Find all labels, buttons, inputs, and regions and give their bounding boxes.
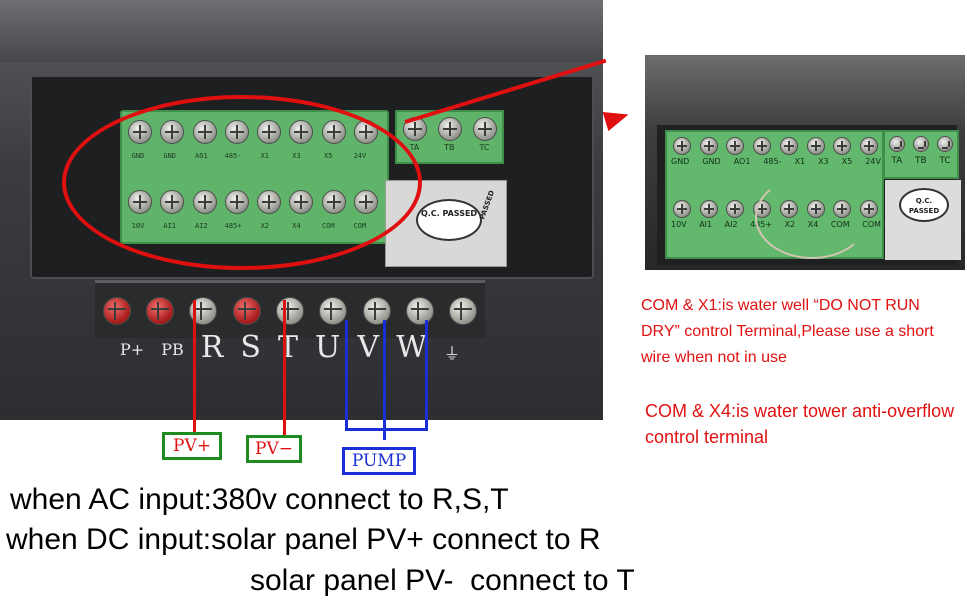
- ac-input-instruction: when AC input:380v connect to R,S,T: [10, 483, 509, 516]
- power-terminal-strip: [95, 280, 485, 338]
- screw-icon: [699, 200, 718, 218]
- relay-label: TC: [479, 143, 490, 152]
- pin-label: COM: [862, 220, 881, 229]
- relay-label: TA: [891, 156, 903, 166]
- pin-label: X3: [818, 157, 829, 166]
- screw-icon: [806, 137, 825, 155]
- screw-icon: [753, 137, 772, 155]
- power-label-u: U: [315, 330, 341, 365]
- ground-icon: ⏚: [443, 344, 460, 363]
- pump-label: PUMP: [342, 447, 416, 475]
- relay-label: TB: [444, 143, 455, 152]
- t-connector-line: [283, 300, 286, 435]
- power-label-s: S: [240, 330, 261, 365]
- qc-side-sticker: PASSED: [477, 189, 496, 221]
- power-label-r: R: [200, 330, 224, 365]
- pv-plus-label: PV+: [162, 432, 222, 460]
- inverter-terminal-photo: GND GND AO1 485- X1 X3 X5 24V 10V AI1 AI…: [0, 0, 603, 420]
- pin-label: X5: [841, 157, 853, 166]
- screw-icon: [362, 296, 391, 325]
- pin-label: AI1: [699, 220, 713, 229]
- power-label-w: W: [396, 330, 427, 365]
- power-label-pb: PB: [161, 340, 184, 359]
- pin-label: AO1: [733, 157, 751, 166]
- screw-icon: [145, 296, 174, 325]
- closeup-top-labels: GND GND AO1 485- X1 X3 X5 24V: [671, 157, 881, 166]
- pin-label: GND: [671, 157, 690, 166]
- power-label-p-plus: P+: [120, 340, 145, 359]
- screw-icon: [449, 296, 478, 325]
- pin-label: 10V: [671, 220, 687, 229]
- screw-icon: [472, 117, 497, 141]
- screw-icon: [779, 137, 798, 155]
- power-label-t: T: [277, 330, 298, 365]
- pin-label: X1: [794, 157, 806, 166]
- pin-label: 485-: [763, 157, 782, 166]
- inverter-top-bezel: [0, 0, 603, 62]
- r-connector-line: [193, 300, 196, 432]
- screw-icon: [937, 136, 953, 152]
- water-tower-note: COM & X4:is water tower anti-overflow co…: [645, 401, 955, 447]
- dc-input-pv-plus-instruction: when DC input:solar panel PV+ connect to…: [6, 523, 601, 556]
- pump-bus-line: [345, 428, 428, 431]
- screw-icon: [726, 137, 745, 155]
- screw-icon: [673, 200, 691, 218]
- screw-icon: [833, 137, 852, 155]
- screw-icon: [859, 137, 878, 155]
- closeup-relay-block: TA TB TC: [883, 130, 959, 179]
- pump-drop-line: [383, 428, 386, 440]
- screw-icon: [319, 296, 348, 325]
- relay-label: TB: [915, 156, 927, 166]
- qc-passed-sticker: Q.C. PASSED: [416, 199, 482, 241]
- closeup-top-screws: [673, 137, 878, 155]
- screw-icon: [405, 296, 434, 325]
- screw-icon: [437, 117, 462, 141]
- screw-icon: [102, 296, 131, 325]
- terminal-closeup-photo: GND GND AO1 485- X1 X3 X5 24V 10V AI1 AI…: [645, 55, 965, 270]
- arrow-head-icon: [602, 104, 632, 132]
- u-connector-line: [345, 320, 348, 430]
- screw-icon: [699, 137, 718, 155]
- jumper-wire: [755, 175, 869, 259]
- power-label-v: V: [357, 330, 380, 365]
- w-connector-line: [425, 320, 428, 430]
- highlight-ellipse: [62, 95, 422, 270]
- water-well-note: COM & X1:is water well “DO NOT RUN DRY” …: [641, 297, 934, 366]
- screw-icon: [913, 136, 929, 152]
- screw-icon: [275, 296, 304, 325]
- relay-label: TC: [939, 156, 951, 166]
- pin-label: GND: [702, 157, 721, 166]
- v-connector-line: [383, 320, 386, 430]
- screw-icon: [673, 137, 691, 155]
- power-terminal-labels: P+ PB R S T U V W ⏚: [120, 330, 460, 380]
- closeup-rj45-port: Q.C. PASSED: [885, 180, 961, 260]
- dc-input-pv-minus-instruction: solar panel PV- connect to T: [250, 564, 635, 597]
- pin-label: 24V: [865, 157, 881, 166]
- screw-icon: [889, 136, 905, 152]
- pv-minus-label: PV−: [246, 435, 302, 463]
- qc-passed-sticker: Q.C. PASSED: [899, 188, 949, 222]
- pin-label: AI2: [724, 220, 738, 229]
- relay-label: TA: [409, 143, 420, 152]
- screw-icon: [726, 200, 745, 218]
- screw-icon: [232, 296, 261, 325]
